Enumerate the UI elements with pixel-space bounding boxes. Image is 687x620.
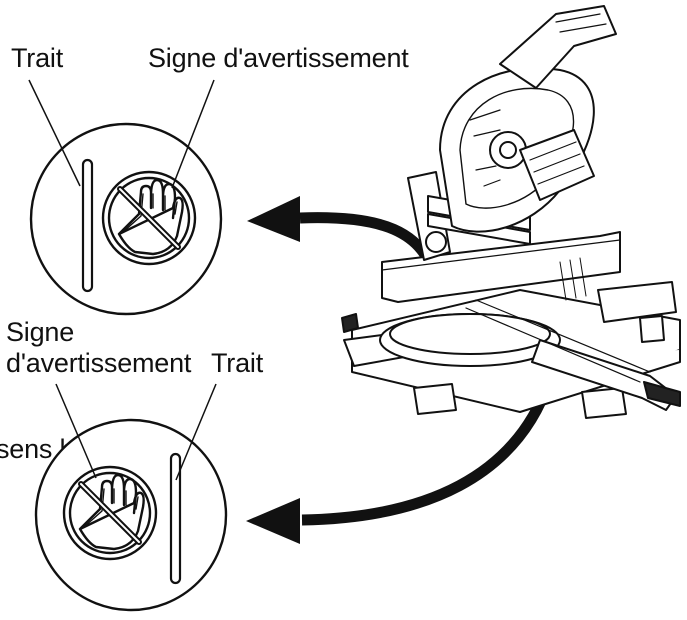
bottom-stroke-mark	[169, 452, 182, 585]
label-top-warning: Signe d'avertissement	[148, 43, 409, 73]
top-stroke-mark	[81, 158, 94, 293]
label-top-stroke: Trait	[11, 43, 63, 73]
label-bottom-warning-line1: Signe	[6, 317, 75, 347]
top-detail-circle	[28, 79, 223, 316]
miter-saw-illustration	[341, 5, 681, 419]
label-bottom-stroke: Trait	[211, 348, 263, 378]
arrow-to-bottom	[246, 370, 558, 544]
label-bottom-warning-line2: d'avertissement	[6, 348, 192, 378]
bottom-detail-circle	[34, 383, 228, 612]
